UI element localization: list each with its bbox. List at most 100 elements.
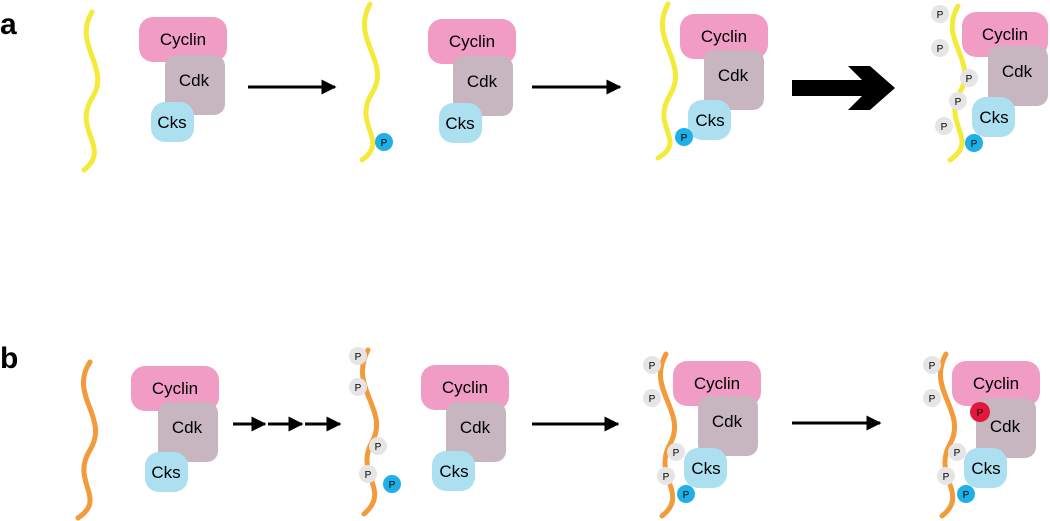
phosphate-site: P	[949, 92, 967, 110]
phosphate-label: P	[929, 361, 936, 372]
cyclin-subunit	[673, 361, 761, 406]
phosphate-site: P	[349, 347, 367, 365]
cks-label: Cks	[445, 114, 474, 133]
phosphate-label: P	[941, 122, 948, 133]
cdk-label: Cdk	[467, 72, 498, 91]
panel-a-stage-3: Cyclin Cdk Cks P	[655, 1, 768, 161]
phosphate-label: P	[365, 470, 372, 481]
phosphate-site: P	[667, 443, 685, 461]
substrate-strand	[658, 351, 678, 519]
phosphate-site: P	[960, 69, 978, 87]
phosphate-label: P	[673, 448, 680, 459]
cyclin-label: Cyclin	[449, 32, 495, 51]
phosphate-site: P	[359, 465, 377, 483]
cyclin-label: Cyclin	[973, 374, 1019, 393]
cdk-subunit	[698, 396, 758, 456]
docking-phosphate	[383, 475, 401, 493]
cyclin-subunit	[952, 361, 1040, 406]
substrate-strand	[81, 9, 101, 173]
cdk-subunit	[446, 402, 506, 462]
docking-phosphate	[957, 485, 975, 503]
phosphate-site: P	[923, 356, 941, 374]
phosphate-label: P	[355, 352, 362, 363]
phosphate-label: P	[937, 10, 944, 21]
docking-phosphate	[677, 485, 695, 503]
phosphate-label: P	[966, 74, 973, 85]
cyclin-subunit	[139, 17, 227, 62]
docking-phosphate	[965, 134, 983, 152]
phosphate-label: P	[663, 472, 670, 483]
phosphate-site: P	[948, 443, 966, 461]
docking-phosphate	[375, 133, 393, 151]
cyclin-subunit	[428, 19, 516, 64]
panel-b-stage-3: Cyclin Cdk Cks P P P P P	[643, 351, 761, 519]
phosphate-label: P	[929, 394, 936, 405]
phosphate-label: P	[937, 44, 944, 55]
phosphate-label: P	[355, 383, 362, 394]
phosphate-site: P	[657, 467, 675, 485]
cyclin-subunit	[421, 365, 509, 410]
phosphate-site: P	[369, 437, 387, 455]
cyclin-subunit	[962, 12, 1048, 57]
cks-subunit	[432, 451, 475, 491]
arrow-a3-thick	[792, 66, 895, 110]
cks-label: Cks	[157, 113, 186, 132]
cdk-label: Cdk	[460, 418, 491, 437]
phosphate-label: P	[943, 472, 950, 483]
phosphate-label: P	[955, 97, 962, 108]
panel-a-stage-4: Cyclin Cdk Cks P P P P P P	[931, 3, 1048, 163]
cdk-label: Cdk	[172, 418, 203, 437]
inhibitory-phosphate: P	[970, 402, 990, 422]
substrate-strand	[938, 351, 958, 519]
panel-label-a: a	[0, 8, 17, 41]
phosphate-label: P	[381, 138, 388, 149]
cdk-label: Cdk	[1002, 62, 1033, 81]
cyclin-label: Cyclin	[701, 27, 747, 46]
cks-label: Cks	[971, 459, 1000, 478]
cks-label: Cks	[979, 108, 1008, 127]
cks-subunit	[688, 100, 731, 140]
cks-subunit	[964, 448, 1007, 488]
substrate-strand	[360, 347, 380, 517]
cdk-subunit	[976, 398, 1036, 458]
phosphate-label: P	[681, 133, 688, 144]
phosphate-label: P	[683, 490, 690, 501]
phosphate-label: P	[954, 448, 961, 459]
cyclin-label: Cyclin	[160, 30, 206, 49]
cks-label: Cks	[151, 463, 180, 482]
phosphate-label: P	[389, 480, 396, 491]
phosphate-site: P	[349, 378, 367, 396]
phosphate-site: P	[935, 117, 953, 135]
panel-a-stage-2: Cyclin Cdk Cks P	[359, 1, 516, 163]
cyclin-label: Cyclin	[442, 378, 488, 397]
cyclin-label: Cyclin	[982, 25, 1028, 44]
panel-a-stage-1: Cyclin Cdk Cks	[81, 9, 227, 173]
cdk-label: Cdk	[990, 417, 1021, 436]
cdk-label: Cdk	[712, 412, 743, 431]
phosphate-site: P	[931, 39, 949, 57]
phosphate-site: P	[643, 356, 661, 374]
substrate-strand	[655, 1, 678, 161]
cdk-subunit	[988, 46, 1048, 106]
phosphate-label: P	[649, 361, 656, 372]
cks-label: Cks	[695, 111, 724, 130]
cks-subunit	[145, 452, 188, 492]
cyclin-label: Cyclin	[694, 374, 740, 393]
cdk-subunit	[165, 55, 225, 115]
phosphate-site: P	[643, 389, 661, 407]
cdk-label: Cdk	[179, 71, 210, 90]
cks-subunit	[151, 102, 194, 142]
substrate-strand	[359, 1, 380, 163]
cks-subunit	[439, 103, 482, 143]
panel-b-stage-2: Cyclin Cdk Cks P P P P P	[349, 347, 509, 517]
cks-subunit	[684, 448, 727, 488]
cdk-subunit	[453, 56, 513, 116]
phosphate-label: P	[977, 408, 984, 419]
cks-label: Cks	[691, 459, 720, 478]
panel-label-b: b	[0, 342, 18, 375]
cks-subunit	[972, 97, 1015, 137]
panel-b-stage-1: Cyclin Cdk Cks	[75, 359, 219, 521]
phosphate-site: P	[937, 467, 955, 485]
cdk-subunit	[704, 50, 764, 110]
